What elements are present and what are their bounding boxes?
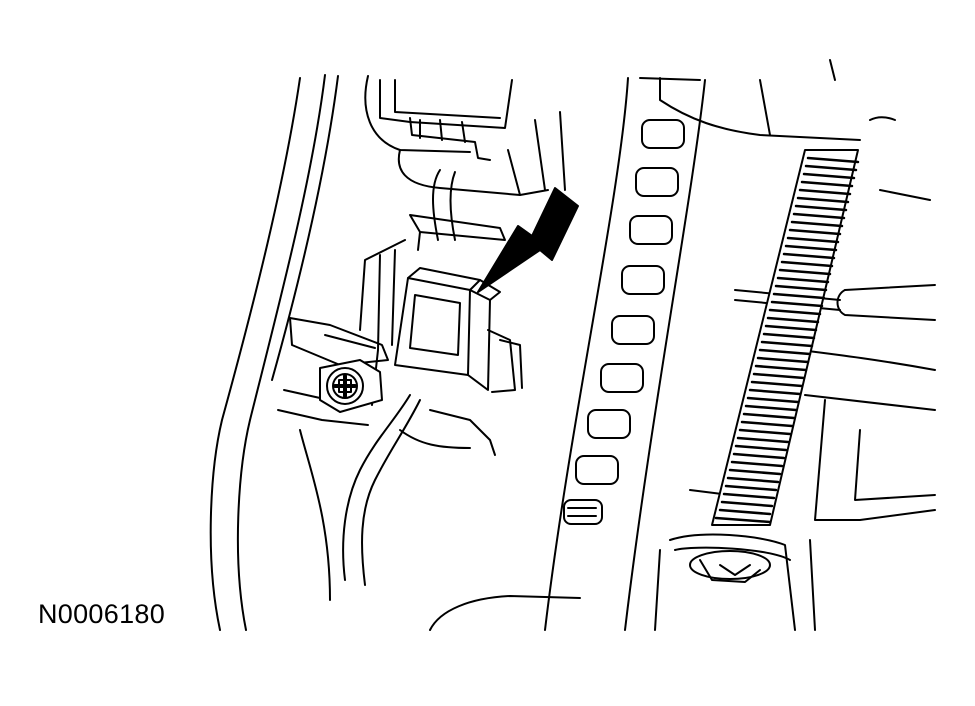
- track-slot: [600, 363, 644, 393]
- electrical-connector: [394, 267, 523, 393]
- seat-track-rail: [544, 77, 706, 631]
- track-slot: [635, 167, 679, 197]
- threaded-drive-screw: [711, 149, 860, 526]
- track-slot: [563, 499, 603, 525]
- track-slot: [629, 215, 673, 245]
- mounting-bolt: [277, 317, 389, 426]
- track-slot: [587, 409, 631, 439]
- seat-cushion-edge: [364, 75, 513, 161]
- figure-reference-id: N0006180: [38, 599, 166, 629]
- drive-motor-housing: [429, 533, 816, 631]
- pointer-arrow: [477, 187, 579, 293]
- wire-harness-lower: [299, 394, 496, 601]
- seat-frame-right: [659, 59, 936, 521]
- track-slot: [621, 265, 665, 295]
- seat-frame-outer: [209, 74, 339, 631]
- track-slot: [575, 455, 619, 485]
- track-slot: [611, 315, 655, 345]
- track-slot: [641, 119, 685, 149]
- wire-harness-upper: [397, 111, 566, 241]
